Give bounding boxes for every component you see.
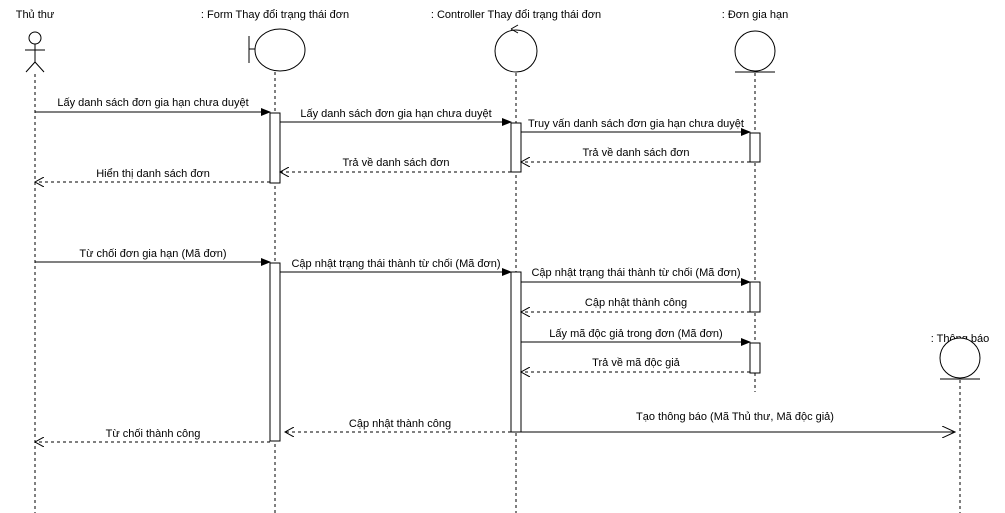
activation-form-2	[269, 262, 281, 442]
participant-label-thu-thu: Thủ thư	[16, 9, 55, 21]
message-label: Hiển thị danh sách đơn	[96, 168, 210, 180]
participant-label-controller: : Controller Thay đổi trạng thái đơn	[431, 9, 601, 21]
message-label: Cập nhật thành công	[585, 297, 687, 309]
entity-icon-thong-bao	[939, 337, 981, 380]
message-label: Trả về mã độc giả	[592, 357, 681, 369]
activation-form-1	[269, 112, 281, 184]
control-icon	[494, 24, 538, 73]
message-label: Từ chối đơn gia hạn (Mã đơn)	[79, 248, 226, 260]
message-label: Cập nhật trạng thái thành từ chối (Mã đơ…	[531, 267, 740, 279]
activation-controller-2	[510, 271, 522, 433]
actor-icon	[25, 31, 45, 73]
message-label: Truy vấn danh sách đơn gia hạn chưa duyệ…	[528, 118, 744, 130]
message-label: Lấy mã độc giả trong đơn (Mã đơn)	[549, 328, 722, 340]
message-label: Lấy danh sách đơn gia hạn chưa duyệt	[300, 108, 491, 120]
message-label: Trả về danh sách đơn	[582, 147, 689, 159]
message-label: Trả về danh sách đơn	[342, 157, 449, 169]
activation-don-gia-han-2	[749, 281, 761, 313]
activation-don-gia-han-1	[749, 132, 761, 163]
entity-icon	[734, 30, 776, 73]
participant-label-form: : Form Thay đổi trạng thái đơn	[201, 9, 349, 21]
boundary-icon	[248, 28, 306, 72]
message-label: Cập nhật thành công	[349, 418, 451, 430]
message-label: Lấy danh sách đơn gia hạn chưa duyệt	[57, 97, 248, 109]
activation-don-gia-han-3	[749, 342, 761, 374]
activation-controller-1	[510, 122, 522, 173]
message-label: Tạo thông báo (Mã Thủ thư, Mã độc giả)	[636, 411, 834, 423]
message-label: Cập nhật trạng thái thành từ chối (Mã đơ…	[291, 258, 500, 270]
message-label: Từ chối thành công	[106, 428, 201, 440]
participant-label-don-gia-han: : Đơn gia hạn	[722, 9, 789, 21]
